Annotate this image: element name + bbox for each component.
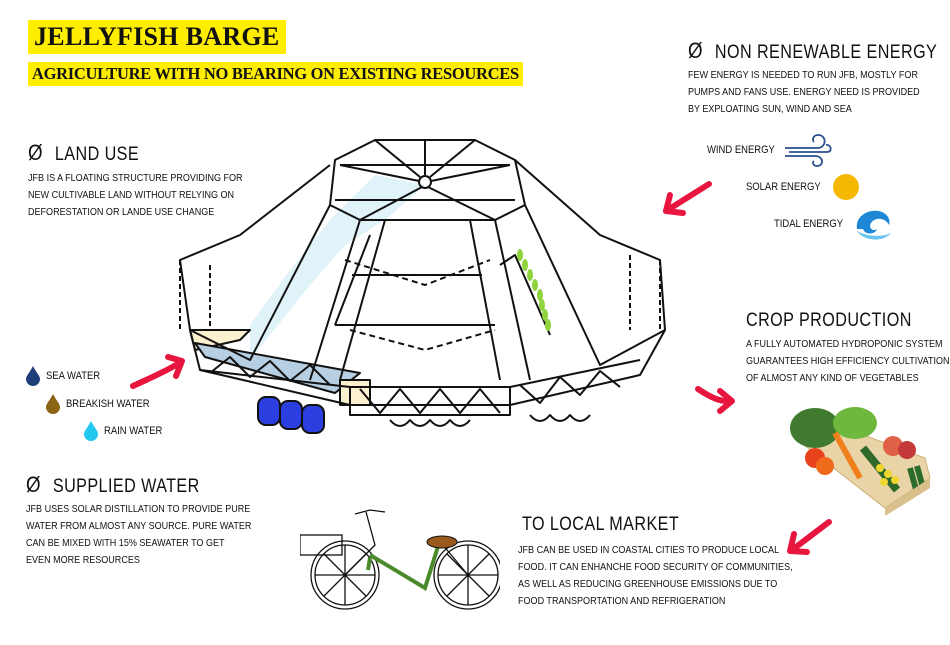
vegetable-crate-image bbox=[790, 407, 931, 516]
brackish-water-drop-icon bbox=[46, 394, 60, 414]
energy-body: FEW ENERGY IS NEEDED TO RUN JFB, MOSTLY … bbox=[688, 67, 940, 118]
energy-section: Ø NON RENEWABLE ENERGY FEW ENERGY IS NEED… bbox=[688, 38, 950, 118]
text-line: EVEN MORE RESOURCES bbox=[26, 554, 140, 566]
supplied-water-body: JFB USES SOLAR DISTILLATION TO PROVIDE P… bbox=[26, 501, 251, 569]
arrow-to-crop-icon bbox=[695, 386, 735, 414]
text-line: JFB CAN BE USED IN COASTAL CITIES TO PRO… bbox=[518, 544, 780, 556]
tidal-energy-label: TIDAL ENERGY bbox=[774, 218, 844, 230]
sea-water-label: SEA WATER bbox=[46, 370, 101, 382]
text-line: AS WELL AS REDUCING GREENHOUSE EMISSIONS… bbox=[518, 578, 778, 590]
text-line: FOOD. IT CAN ENHANCHE FOOD SECURITY OF C… bbox=[518, 561, 793, 573]
land-use-body: JFB IS A FLOATING STRUCTURE PROVIDING FO… bbox=[28, 170, 243, 221]
land-use-title: LAND USE bbox=[54, 144, 140, 165]
wind-energy-label: WIND ENERGY bbox=[707, 144, 775, 156]
supplied-water-section: Ø SUPPLIED WATER JFB USES SOLAR DISTILLAT… bbox=[26, 472, 288, 569]
land-use-section: Ø LAND USE JFB IS A FLOATING STRUCTURE PR… bbox=[28, 140, 278, 221]
text-line: WATER FROM ALMOST ANY SOURCE. PURE WATER bbox=[26, 520, 252, 532]
page-subtitle: AGRICULTURE WITH NO BEARING ON EXISTING … bbox=[28, 62, 523, 86]
page-title: JELLYFISH BARGE bbox=[28, 20, 286, 54]
text-line: JFB IS A FLOATING STRUCTURE PROVIDING FO… bbox=[28, 172, 243, 184]
wind-icon bbox=[785, 134, 832, 167]
text-line: BY EXPLOATING SUN, WIND AND SEA bbox=[688, 103, 852, 115]
solar-energy-label: SOLAR ENERGY bbox=[746, 181, 821, 193]
supplied-water-heading: Ø SUPPLIED WATER bbox=[26, 472, 249, 498]
supplied-water-title: SUPPLIED WATER bbox=[52, 476, 200, 497]
text-line: CAN BE MIXED WITH 15% SEAWATER TO GET bbox=[26, 537, 225, 549]
text-line: NEW CULTIVABLE LAND WITHOUT RELYING ON bbox=[28, 189, 235, 201]
bullet-icon: Ø bbox=[28, 140, 43, 165]
crop-heading: CROP PRODUCTION bbox=[746, 310, 912, 331]
sun-icon bbox=[833, 174, 859, 200]
rain-water-drop-icon bbox=[84, 421, 98, 441]
wave-icon bbox=[856, 210, 891, 240]
text-line: GUARANTEES HIGH EFFICIENCY CULTIVATION bbox=[746, 355, 950, 367]
bullet-icon: Ø bbox=[26, 472, 41, 497]
rain-water-label: RAIN WATER bbox=[104, 425, 163, 437]
text-line: FEW ENERGY IS NEEDED TO RUN JFB, MOSTLY … bbox=[688, 69, 918, 81]
crop-body: A FULLY AUTOMATED HYDROPONIC SYSTEM GUAR… bbox=[746, 336, 950, 387]
jellyfish-barge-illustration bbox=[179, 139, 666, 434]
bullet-icon: Ø bbox=[688, 38, 703, 63]
market-section: TO LOCAL MARKET JFB CAN BE USED IN COAST… bbox=[518, 514, 837, 610]
market-body: JFB CAN BE USED IN COASTAL CITIES TO PRO… bbox=[518, 542, 793, 610]
market-heading: TO LOCAL MARKET bbox=[522, 514, 680, 535]
brackish-water-label: BREAKISH WATER bbox=[66, 398, 150, 410]
text-line: JFB USES SOLAR DISTILLATION TO PROVIDE P… bbox=[26, 503, 251, 515]
bicycle-illustration bbox=[300, 509, 500, 610]
land-use-heading: Ø LAND USE bbox=[28, 140, 240, 166]
text-line: PUMPS AND FANS USE. ENERGY NEED IS PROVI… bbox=[688, 86, 920, 98]
sea-water-drop-icon bbox=[26, 366, 40, 386]
text-line: A FULLY AUTOMATED HYDROPONIC SYSTEM bbox=[746, 338, 943, 350]
text-line: DEFORESTATION OR LANDE USE CHANGE bbox=[28, 206, 215, 218]
text-line: OF ALMOST ANY KIND OF VEGETABLES bbox=[746, 372, 919, 384]
text-line: FOOD TRANSPORTATION AND REFRIGERATION bbox=[518, 595, 726, 607]
energy-title: NON RENEWABLE ENERGY bbox=[714, 42, 938, 63]
energy-heading: Ø NON RENEWABLE ENERGY bbox=[688, 38, 937, 64]
crop-section: CROP PRODUCTION A FULLY AUTOMATED HYDROP… bbox=[746, 310, 950, 387]
